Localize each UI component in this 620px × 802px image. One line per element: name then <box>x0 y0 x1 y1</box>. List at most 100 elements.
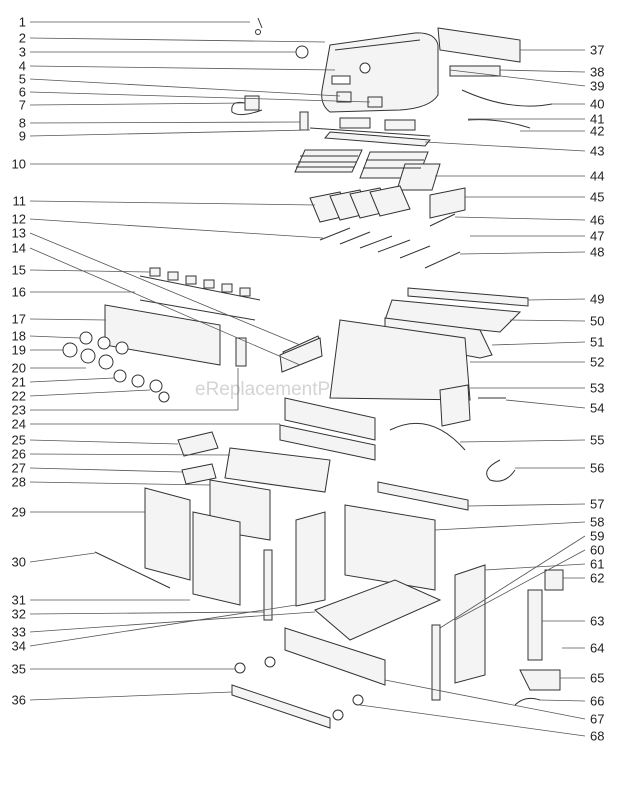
part-light <box>231 95 263 116</box>
callout-37: 37 <box>590 43 604 58</box>
part-tank-bracket <box>519 669 561 691</box>
part-door-left <box>144 487 191 581</box>
callout-55: 55 <box>590 433 604 448</box>
callout-18: 18 <box>12 329 26 344</box>
callout-35: 35 <box>12 662 26 677</box>
callout-49: 49 <box>590 292 604 307</box>
part-right-panel <box>454 564 486 684</box>
callout-25: 25 <box>12 433 26 448</box>
callout-56: 56 <box>590 461 604 476</box>
part-door-frame <box>263 549 273 621</box>
part-tank-panel <box>527 589 543 661</box>
part-side-burner-cover <box>449 65 501 77</box>
callout-15: 15 <box>12 263 26 278</box>
callout-1: 1 <box>19 15 26 30</box>
part-warming-rack <box>323 131 432 147</box>
callout-14: 14 <box>12 241 26 256</box>
callout-38: 38 <box>590 65 604 80</box>
callout-26: 26 <box>12 447 26 462</box>
left-callout-group: 1234567891011121314151617181920212223242… <box>12 15 26 708</box>
callout-16: 16 <box>12 285 26 300</box>
callout-52: 52 <box>590 355 604 370</box>
callout-66: 66 <box>590 694 604 709</box>
part-screws <box>255 17 263 35</box>
callout-13: 13 <box>12 226 26 241</box>
callout-28: 28 <box>12 475 26 490</box>
callout-59: 59 <box>590 529 604 544</box>
part-door-handle <box>94 551 171 589</box>
right-callout-group: 3738394041424344454647484950515253545556… <box>590 43 604 744</box>
callout-58: 58 <box>590 515 604 530</box>
callout-4: 4 <box>19 59 26 74</box>
callout-68: 68 <box>590 729 604 744</box>
part-door-right <box>192 511 241 606</box>
part-sear-burner <box>429 187 466 219</box>
callout-7: 7 <box>19 98 26 113</box>
part-catch-pan <box>177 431 219 457</box>
part-right-strip <box>431 624 441 701</box>
part-regulator <box>486 459 516 482</box>
part-drip-tray <box>181 463 217 485</box>
part-casters <box>234 656 364 721</box>
callout-61: 61 <box>590 557 604 572</box>
part-rotisserie <box>299 111 431 137</box>
part-valves-manifold <box>139 267 261 321</box>
callout-11: 11 <box>13 194 27 209</box>
part-kick-plate <box>231 684 331 729</box>
part-rear-panel <box>344 504 436 591</box>
callout-20: 20 <box>12 361 26 376</box>
callout-43: 43 <box>590 144 604 159</box>
callout-46: 46 <box>590 213 604 228</box>
callout-53: 53 <box>590 381 604 396</box>
part-front-rail <box>284 627 386 686</box>
part-knobs <box>62 331 170 403</box>
callout-62: 62 <box>590 571 604 586</box>
part-igniter <box>235 337 247 367</box>
part-hose <box>389 422 466 451</box>
part-side-table <box>437 27 521 63</box>
part-frame-lower <box>279 424 376 461</box>
callout-32: 32 <box>12 607 26 622</box>
part-firebox <box>329 287 529 401</box>
callout-24: 24 <box>12 417 26 432</box>
callout-33: 33 <box>12 625 26 640</box>
callout-30: 30 <box>12 555 26 570</box>
callout-12: 12 <box>12 212 26 227</box>
part-cooking-grates <box>294 149 441 191</box>
callout-45: 45 <box>590 190 604 205</box>
part-side-shield <box>439 384 471 427</box>
callout-27: 27 <box>12 461 26 476</box>
callout-29: 29 <box>12 505 26 520</box>
callout-50: 50 <box>590 314 604 329</box>
leader-lines <box>29 21 586 737</box>
callout-22: 22 <box>12 389 26 404</box>
callout-57: 57 <box>590 497 604 512</box>
callout-5: 5 <box>19 72 26 87</box>
callout-54: 54 <box>590 401 604 416</box>
part-tank-scale <box>544 569 564 591</box>
callout-31: 31 <box>12 593 26 608</box>
callout-67: 67 <box>590 712 604 727</box>
callout-44: 44 <box>590 169 604 184</box>
callout-19: 19 <box>12 343 26 358</box>
callout-9: 9 <box>19 129 26 144</box>
part-bottom-panel <box>314 579 442 641</box>
part-flavorizer-bars <box>309 185 411 223</box>
callout-34: 34 <box>12 639 26 654</box>
callout-47: 47 <box>590 229 604 244</box>
part-gas-tube <box>461 89 553 107</box>
part-control-panel <box>104 304 221 366</box>
callout-60: 60 <box>590 543 604 558</box>
part-igniter-wire <box>467 119 531 129</box>
callout-65: 65 <box>590 671 604 686</box>
callout-42: 42 <box>590 124 604 139</box>
callout-39: 39 <box>590 79 604 94</box>
part-heat-shields <box>279 335 323 373</box>
callout-64: 64 <box>590 641 604 656</box>
part-frame-front <box>284 397 376 441</box>
part-left-panel <box>295 511 326 607</box>
callout-36: 36 <box>12 693 26 708</box>
part-wire <box>514 697 541 706</box>
callout-21: 21 <box>12 375 26 390</box>
